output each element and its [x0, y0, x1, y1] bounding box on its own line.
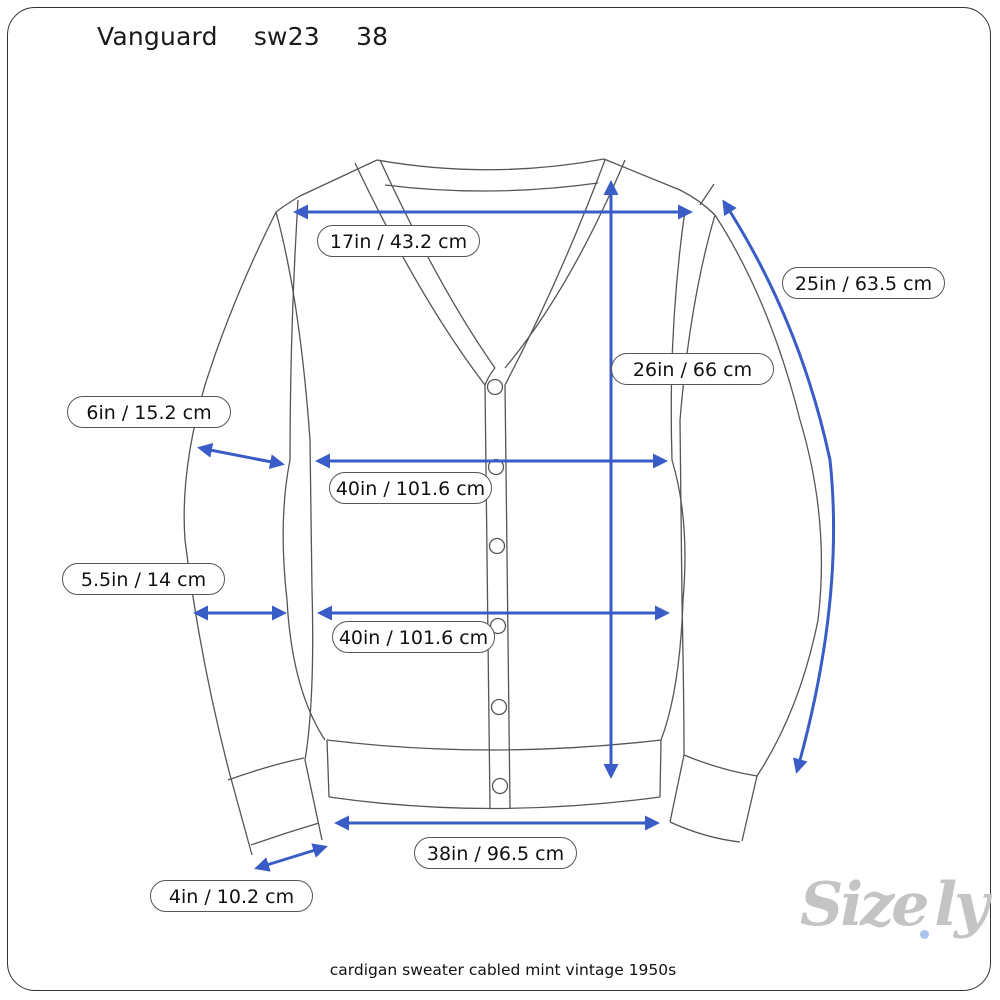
waist-measurement-label: 40in / 101.6 cm: [332, 621, 495, 653]
sleeve-arrow-icon: [722, 199, 836, 774]
chest-measurement-label: 40in / 101.6 cm: [329, 472, 492, 504]
back-neck-line: [376, 158, 605, 171]
hem-left-edge: [326, 739, 330, 798]
right-placket-outer: [504, 384, 511, 809]
garment-title: Vanguard sw23 38: [97, 22, 416, 51]
buttons: [486, 378, 509, 795]
hem-band-bottom: [328, 796, 661, 810]
right-cuff-bottom: [669, 821, 741, 843]
size-value: 38: [356, 22, 389, 51]
left-body-side: [282, 199, 326, 741]
style-code: sw23: [253, 22, 320, 51]
right-cuff-top: [683, 754, 758, 777]
measurement-arrows: [193, 180, 836, 872]
right-body-side: [660, 209, 686, 741]
cardigan-outline: [183, 158, 823, 856]
bicep-measurement-label: 6in / 15.2 cm: [67, 396, 231, 428]
v-point: [484, 367, 496, 386]
right-shoulder: [603, 158, 716, 216]
shoulder-measurement-label: 17in / 43.2 cm: [317, 225, 480, 257]
logo-dot-icon: [920, 930, 929, 939]
left-v-inner: [379, 159, 496, 369]
right-sleeve-outer: [714, 214, 823, 842]
button-icon: [488, 537, 506, 555]
logo-text-main: Size: [800, 870, 929, 940]
right-v-inner: [504, 159, 626, 369]
button-icon: [486, 378, 504, 396]
hem-right-edge: [659, 739, 662, 798]
left-cuff-top: [227, 757, 305, 781]
button-icon: [490, 698, 508, 716]
diagram-frame: [7, 7, 991, 991]
left-sleeve-outer: [183, 211, 277, 856]
right-v-outer: [504, 159, 606, 386]
button-icon: [491, 777, 509, 795]
left-placket-outer: [354, 162, 491, 809]
inner-neck-line: [384, 182, 599, 192]
hem-measurement-label: 38in / 96.5 cm: [414, 837, 577, 869]
left-shoulder: [275, 159, 378, 213]
length-measurement-label: 26in / 66 cm: [611, 353, 774, 385]
sleeve-measurement-label: 25in / 63.5 cm: [782, 267, 945, 299]
cuff-measurement-label: 4in / 10.2 cm: [150, 880, 313, 912]
left-sleeve-inner: [275, 211, 323, 841]
bicep-arrow-icon: [197, 442, 285, 470]
right-sleeve-inner: [669, 214, 716, 823]
garment-caption: cardigan sweater cabled mint vintage 195…: [329, 961, 677, 979]
forearm-measurement-label: 5.5in / 14 cm: [62, 563, 225, 595]
right-shoulder-seam: [699, 183, 715, 206]
left-cuff-bottom: [250, 822, 320, 846]
brand-name: Vanguard: [97, 22, 218, 51]
logo-text-suffix: ly: [934, 870, 989, 940]
cuff-arrow-icon: [254, 843, 328, 872]
